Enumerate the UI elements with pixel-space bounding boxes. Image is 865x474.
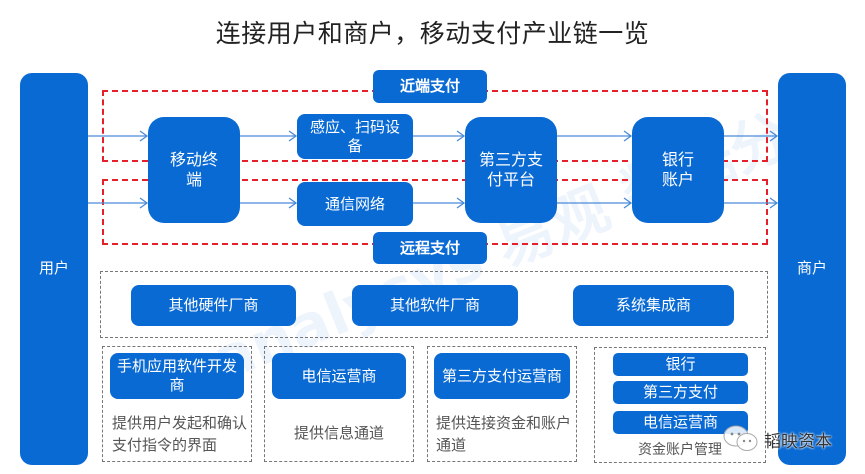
arrow-bank-to-merchant-remote: [724, 197, 779, 209]
user-column: 用户: [20, 73, 88, 465]
fund-management-region: [594, 347, 766, 463]
diagram-title: 连接用户和商户，移动支付产业链一览: [215, 19, 650, 48]
role-telecom-region: [264, 346, 414, 462]
scan-device-node: 感应、扫码设备: [297, 114, 413, 159]
role-app-developer-desc: 提供用户发起和确认支付指令的界面: [112, 414, 248, 454]
mobile-terminal-node: 移动终端: [148, 117, 240, 223]
remote-payment-label: 远程支付: [373, 232, 487, 264]
role-third-party-region: [427, 346, 577, 462]
vendor-system-integrator: 系统集成商: [573, 285, 734, 326]
near-payment-label: 近端支付: [373, 70, 487, 103]
vendor-hardware: 其他硬件厂商: [131, 285, 296, 326]
wechat-icon: [723, 425, 758, 451]
role-app-developer-region: [102, 346, 252, 462]
third-party-platform-node: 第三方支付平台: [465, 117, 557, 223]
source-stamp: 韬映资本: [722, 424, 832, 454]
source-stamp-text: 韬映资本: [764, 431, 832, 452]
vendors-region: [100, 271, 768, 338]
arrow-user-to-terminal-remote: [88, 197, 149, 209]
arrow-scan-to-platform: [413, 130, 466, 142]
fund-third-party: 第三方支付: [613, 381, 748, 404]
vendor-software: 其他软件厂商: [352, 285, 518, 326]
arrow-bank-to-merchant-near: [724, 130, 779, 142]
fund-bank: 银行: [613, 353, 748, 376]
arrow-terminal-to-scan: [240, 130, 298, 142]
arrow-terminal-to-network: [240, 197, 298, 209]
role-telecom-desc: 提供信息通道: [293, 424, 384, 442]
merchant-label: 商户: [796, 259, 827, 277]
fund-management-caption: 资金账户管理: [638, 442, 722, 458]
arrow-platform-to-bank-near: [557, 130, 633, 142]
arrow-user-to-terminal-near: [88, 130, 149, 142]
user-label: 用户: [38, 259, 69, 277]
bank-account-node: 银行账户: [632, 117, 724, 223]
role-third-party-operator: 第三方支付运营商: [434, 353, 570, 399]
role-third-party-desc: 提供连接资金和账户通道: [436, 414, 572, 454]
role-app-developer: 手机应用软件开发商: [110, 353, 244, 399]
role-telecom: 电信运营商: [272, 353, 406, 399]
fund-telecom: 电信运营商: [613, 411, 748, 434]
merchant-column: 商户: [778, 73, 846, 465]
network-node: 通信网络: [297, 182, 413, 226]
arrow-network-to-platform: [413, 197, 466, 209]
arrow-platform-to-bank-remote: [557, 197, 633, 209]
